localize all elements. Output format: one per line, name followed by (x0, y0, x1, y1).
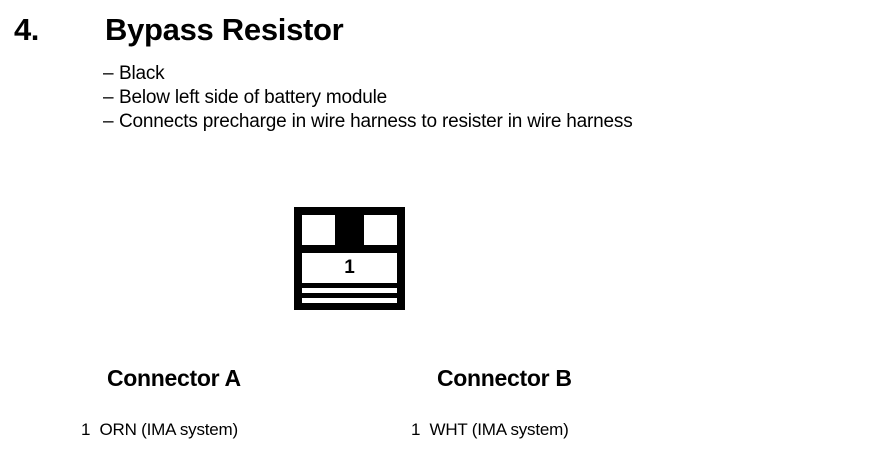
pin-label: WHT (IMA system) (429, 420, 569, 439)
symbol-cavity-right (364, 215, 397, 245)
dash-icon: – (103, 63, 114, 84)
symbol-cavity-divider (335, 215, 364, 245)
pin-label: ORN (IMA system) (99, 420, 238, 439)
dash-icon: – (103, 87, 114, 108)
pin-number: 1 (81, 420, 91, 439)
symbol-divider-rule (302, 245, 397, 253)
title-row: 4. Bypass Resistor (0, 8, 880, 54)
description-bullet-list: – Black – Below left side of battery mod… (103, 62, 873, 134)
dash-icon: – (103, 111, 114, 132)
symbol-cavity-left (302, 215, 335, 245)
connector-b-heading: Connector B (437, 365, 572, 391)
bullet-item: – Connects precharge in wire harness to … (103, 110, 873, 134)
page-title: Bypass Resistor (105, 12, 344, 47)
bullet-item: – Below left side of battery module (103, 86, 873, 110)
connector-a-heading: Connector A (107, 365, 241, 391)
symbol-main-chamber (302, 253, 397, 283)
bullet-item: – Black (103, 62, 873, 86)
item-number: 4. (14, 12, 39, 47)
symbol-bottom-stripe (302, 298, 397, 303)
connector-symbol-icon: 1 (294, 207, 405, 310)
symbol-top-cavities (302, 215, 397, 245)
pin-number: 1 (411, 420, 421, 439)
bullet-text: Connects precharge in wire harness to re… (119, 111, 633, 132)
bullet-text: Below left side of battery module (119, 87, 387, 108)
connector-b-pin-row: 1 WHT (IMA system) (330, 419, 730, 441)
symbol-pin-number: 1 (344, 257, 355, 278)
symbol-bottom-stripe (302, 288, 397, 293)
connector-a-block: Connector A 1 ORN (IMA system) (0, 363, 400, 441)
bullet-text: Black (119, 63, 165, 84)
connector-b-block: Connector B 1 WHT (IMA system) (330, 363, 730, 441)
connector-a-pin-row: 1 ORN (IMA system) (0, 419, 400, 441)
